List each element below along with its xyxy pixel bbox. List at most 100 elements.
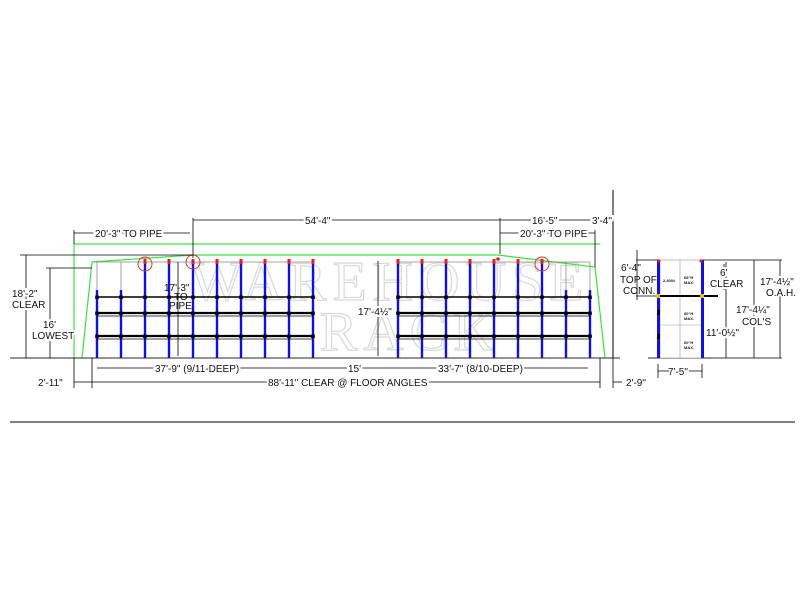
left-rack-connector: [287, 334, 291, 338]
left-rack-connector: [215, 295, 219, 299]
roof-inner-line: [81, 254, 606, 359]
section-bay: [659, 259, 703, 359]
left-rack-connector: [191, 295, 195, 299]
right-rack-column-cap: [444, 259, 448, 264]
right-rack-column-cap: [540, 259, 544, 264]
left-rack-connector: [119, 295, 123, 299]
left-rack-column-cap: [191, 259, 195, 264]
bay-max-label: MAX.: [684, 280, 694, 285]
pipe-label: PIPE: [169, 301, 192, 312]
right-rack-connector: [516, 334, 520, 338]
aisle-label: 15': [348, 364, 361, 375]
rack-depth-label: 7'-5": [668, 367, 688, 378]
section-column-front: [657, 260, 660, 358]
left-rack-connector: [143, 334, 147, 338]
bay-height-label: 60"H: [684, 340, 693, 345]
left-rack-connector: [239, 295, 243, 299]
connector: [656, 294, 660, 298]
right-rack-connector: [468, 334, 472, 338]
right-rack-connector: [516, 311, 520, 315]
top-of-label: TOP OF: [620, 275, 657, 286]
right-rack-connector: [396, 295, 400, 299]
left-rack-column-cap: [215, 259, 219, 264]
overall-span-label: 54'-4": [305, 216, 331, 227]
bay-max-label: MAX.: [684, 316, 694, 321]
right-rack-connector: [540, 334, 544, 338]
left-rack-connector: [95, 295, 99, 299]
right-rack-connector: [444, 311, 448, 315]
left-rack-connector: [95, 311, 99, 315]
load-label: 2,400#: [663, 278, 676, 283]
left-offset-label: 2'-11": [38, 378, 63, 389]
right-rack-connector: [492, 334, 496, 338]
right-pipe-label: 20'-3" TO PIPE: [520, 229, 588, 240]
right-rack-column-cap: [396, 259, 400, 264]
right-rack-column-cap: [516, 259, 520, 264]
rack-height-label: 17'-4½": [358, 307, 392, 318]
right-rack-connector: [420, 295, 424, 299]
left-rack-connector: [215, 311, 219, 315]
section-view: 2,400# 68"H MAX. 60"H MAX. 60"H MAX.: [656, 259, 718, 359]
left-rack-column-cap: [239, 259, 243, 264]
rack-elevations: [95, 259, 592, 358]
right-rack-connector: [492, 311, 496, 315]
right-rack-connector: [444, 295, 448, 299]
left-rack-connector: [263, 295, 267, 299]
left-rack-connector: [239, 334, 243, 338]
right-rack-connector: [588, 311, 592, 315]
right-offset-label: 3'-4": [592, 216, 612, 227]
left-rack-connector: [143, 295, 147, 299]
right-rack-column-cap: [492, 259, 496, 264]
right-offset-bottom-label: 2'-9": [626, 378, 646, 389]
left-rack-connector: [311, 311, 315, 315]
left-rack-connector: [119, 311, 123, 315]
right-rack-column-cap: [468, 259, 472, 264]
left-rack-connector: [167, 334, 171, 338]
clear-section-label: CLEAR: [710, 279, 743, 290]
right-rack-connector: [540, 311, 544, 315]
conn-label: CONN.: [623, 286, 655, 297]
left-rack-connector: [191, 311, 195, 315]
top-conn-height-label: 6'-4": [621, 263, 641, 274]
right-span-label: 16'-5": [532, 216, 558, 227]
left-rack-column-cap: [263, 259, 267, 264]
left-rack-connector: [143, 311, 147, 315]
overall-clear-label: 88'-11" CLEAR @ FLOOR ANGLES: [268, 378, 428, 389]
right-rack-connector: [516, 295, 520, 299]
left-rack-column-cap: [287, 259, 291, 264]
left-rack-connector: [191, 334, 195, 338]
right-rack-connector: [492, 295, 496, 299]
left-rack-connector: [167, 295, 171, 299]
left-rack-connector: [311, 295, 315, 299]
oah-height-label: 17'-4½": [760, 277, 794, 288]
connector: [700, 294, 704, 298]
right-rack-column-cap: [420, 259, 424, 264]
oah-label: O.A.H.: [766, 288, 796, 299]
dimension-labels: 54'-4" 20'-3" TO PIPE 20'-3" TO PIPE 16'…: [10, 214, 798, 391]
pipe-height-label: 17'-3": [164, 283, 190, 294]
right-rack-connector: [420, 334, 424, 338]
right-rack-connector: [468, 311, 472, 315]
right-rack-connector: [396, 334, 400, 338]
left-rack-connector: [215, 334, 219, 338]
clear-height-label: 18'-2": [12, 289, 38, 300]
column-height-label: 17'-4¼": [736, 304, 770, 316]
bay-max-label: MAX.: [684, 345, 694, 350]
right-rack-connector: [396, 311, 400, 315]
lowest-height-label: 16': [43, 320, 56, 331]
right-rack-connector: [540, 295, 544, 299]
left-run-label: 37'-9" (9/11-DEEP): [155, 364, 239, 375]
bay-height-label: 60"H: [684, 311, 693, 316]
left-rack-column-cap: [167, 259, 171, 264]
lowest-label: LOWEST: [32, 331, 74, 342]
left-rack-connector: [263, 311, 267, 315]
pipe-marker-circle: [137, 256, 153, 272]
lower-height-label: 11'-0½": [706, 328, 740, 339]
bay-height-label: 68"H: [684, 275, 693, 280]
left-rack-column-cap: [311, 259, 315, 264]
left-rack-connector: [167, 311, 171, 315]
right-rack-connector: [564, 334, 568, 338]
left-rack-connector: [239, 311, 243, 315]
